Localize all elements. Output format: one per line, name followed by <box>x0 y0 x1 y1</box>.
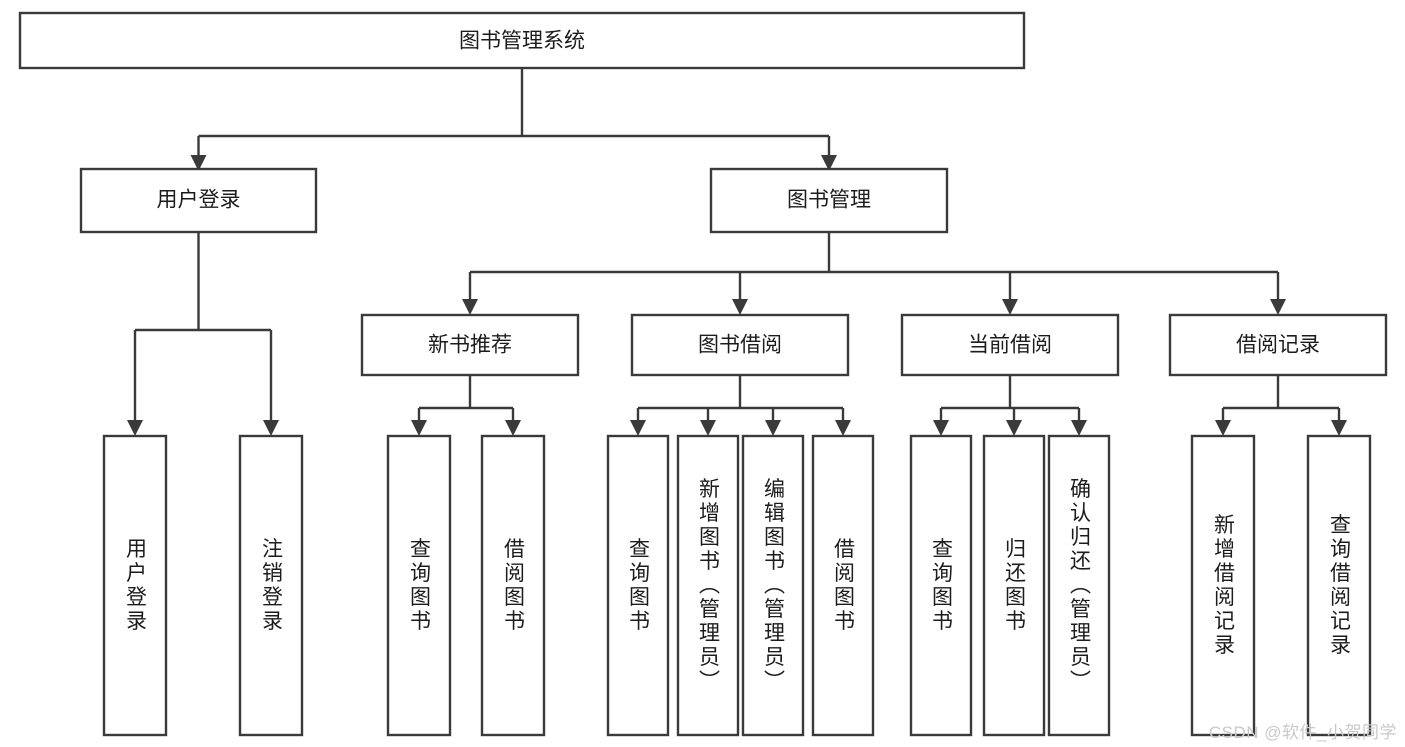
arrow-head-leaf-query-book-3 <box>933 420 949 436</box>
node-user-login[interactable]: 用户登录 <box>79 167 318 234</box>
node-leaf-query-book-1-label: 查询图书 <box>408 538 432 634</box>
node-leaf-add-record-label: 新增借阅记录 <box>1212 514 1236 658</box>
node-book-borrow-box[interactable] <box>630 313 850 377</box>
node-leaf-borrow-book-2[interactable]: 借阅图书 <box>811 434 875 737</box>
node-leaf-return-book-box[interactable] <box>982 434 1046 737</box>
node-leaf-user-login-box[interactable] <box>102 434 168 737</box>
node-root[interactable]: 图书管理系统 <box>18 11 1026 70</box>
node-leaf-borrow-book-2-label: 借阅图书 <box>832 538 856 634</box>
node-leaf-edit-book-box[interactable] <box>741 434 805 737</box>
arrow-head-leaf-add-record <box>1215 420 1231 436</box>
node-leaf-query-book-2[interactable]: 查询图书 <box>606 434 670 737</box>
node-leaf-user-login[interactable]: 用户登录 <box>102 434 168 737</box>
node-leaf-query-book-2-label: 查询图书 <box>627 538 651 634</box>
node-leaf-query-book-3-box[interactable] <box>909 434 973 737</box>
node-new-book-rec[interactable]: 新书推荐 <box>360 313 580 377</box>
arrow-head-current-borrow <box>1002 299 1018 315</box>
arrow-head-leaf-borrow-book-2 <box>835 420 851 436</box>
node-leaf-confirm-return[interactable]: 确认归还（管理员） <box>1047 434 1111 737</box>
node-leaf-user-logout-label: 注销登录 <box>260 538 284 634</box>
node-leaf-borrow-book-1-label: 借阅图书 <box>502 538 526 634</box>
arrow-head-leaf-query-book-2 <box>630 420 646 436</box>
node-leaf-borrow-book-1-box[interactable] <box>480 434 546 737</box>
node-book-manage[interactable]: 图书管理 <box>709 167 949 234</box>
arrow-head-borrow-record <box>1270 299 1286 315</box>
node-current-borrow-box[interactable] <box>900 313 1120 377</box>
node-leaf-query-book-3-label: 查询图书 <box>930 538 954 634</box>
connector-root-to-level2 <box>197 68 831 156</box>
node-root-label: 图书管理系统 <box>459 30 585 53</box>
node-leaf-query-record-box[interactable] <box>1306 434 1372 737</box>
node-user-login-label: 用户登录 <box>157 189 241 212</box>
node-new-book-rec-label: 新书推荐 <box>428 334 512 357</box>
arrow-head-leaf-query-record <box>1331 420 1347 436</box>
node-current-borrow[interactable]: 当前借阅 <box>900 313 1120 377</box>
arrow-head-leaf-return-book <box>1006 420 1022 436</box>
connector-newbook-to-leaves <box>417 375 515 421</box>
node-leaf-user-logout[interactable]: 注销登录 <box>238 434 304 737</box>
connector-bookborrow-to-leaves <box>636 375 845 421</box>
node-leaf-add-book[interactable]: 新增图书（管理员） <box>676 434 740 737</box>
arrow-head-leaf-confirm-return <box>1071 420 1087 436</box>
node-borrow-record-box[interactable] <box>1168 313 1388 377</box>
node-leaf-query-book-1[interactable]: 查询图书 <box>386 434 452 737</box>
node-leaf-edit-book-label: 编辑图书（管理员） <box>762 478 786 694</box>
node-book-manage-label: 图书管理 <box>787 189 871 212</box>
node-leaf-borrow-book-2-box[interactable] <box>811 434 875 737</box>
node-leaf-add-book-label: 新增图书（管理员） <box>697 478 721 694</box>
arrow-head-book-borrow <box>732 299 748 315</box>
arrow-head-book-manage <box>821 155 837 171</box>
arrow-head-leaf-query-book-1 <box>411 420 427 436</box>
node-leaf-confirm-return-box[interactable] <box>1047 434 1111 737</box>
arrow-head-leaf-add-book <box>700 420 716 436</box>
arrow-head-new-book-rec <box>462 299 478 315</box>
node-leaf-return-book[interactable]: 归还图书 <box>982 434 1046 737</box>
node-leaf-add-record[interactable]: 新增借阅记录 <box>1190 434 1256 737</box>
arrow-head-leaf-borrow-book-1 <box>505 420 521 436</box>
node-leaf-query-book-3[interactable]: 查询图书 <box>909 434 973 737</box>
node-leaf-query-book-2-box[interactable] <box>606 434 670 737</box>
arrow-head-leaf-edit-book <box>765 420 781 436</box>
node-leaf-add-record-box[interactable] <box>1190 434 1256 737</box>
node-leaf-confirm-return-label: 确认归还（管理员） <box>1068 478 1092 694</box>
node-leaf-user-login-label: 用户登录 <box>124 538 148 634</box>
node-book-manage-box[interactable] <box>709 167 949 234</box>
connector-currentborrow-to-leaves <box>939 375 1081 421</box>
node-root-box[interactable] <box>18 11 1026 70</box>
node-current-borrow-label: 当前借阅 <box>968 334 1052 357</box>
node-borrow-record[interactable]: 借阅记录 <box>1168 313 1388 377</box>
node-leaf-borrow-book-1[interactable]: 借阅图书 <box>480 434 546 737</box>
node-leaf-query-record-label: 查询借阅记录 <box>1328 514 1352 658</box>
node-new-book-rec-box[interactable] <box>360 313 580 377</box>
csdn-watermark: CSDN @软件_小贺同学 <box>1208 723 1397 742</box>
node-leaf-return-book-label: 归还图书 <box>1003 538 1027 634</box>
connector-userlogin-to-leaves <box>133 232 273 421</box>
node-leaf-user-logout-box[interactable] <box>238 434 304 737</box>
arrow-head-user-login <box>190 155 207 171</box>
node-leaf-query-record[interactable]: 查询借阅记录 <box>1306 434 1372 737</box>
node-book-borrow-label: 图书借阅 <box>698 334 782 357</box>
node-leaf-query-book-1-box[interactable] <box>386 434 452 737</box>
node-user-login-box[interactable] <box>79 167 318 234</box>
node-borrow-record-label: 借阅记录 <box>1236 334 1320 357</box>
connector-borrowrecord-to-leaves <box>1221 375 1341 421</box>
node-leaf-add-book-box[interactable] <box>676 434 740 737</box>
connector-bookmanage-to-level3 <box>468 232 1280 300</box>
connector-layer <box>127 68 1347 436</box>
node-book-borrow[interactable]: 图书借阅 <box>630 313 850 377</box>
arrow-head-leaf-user-login <box>127 420 143 436</box>
arrow-head-leaf-user-logout <box>263 420 279 436</box>
node-leaf-edit-book[interactable]: 编辑图书（管理员） <box>741 434 805 737</box>
